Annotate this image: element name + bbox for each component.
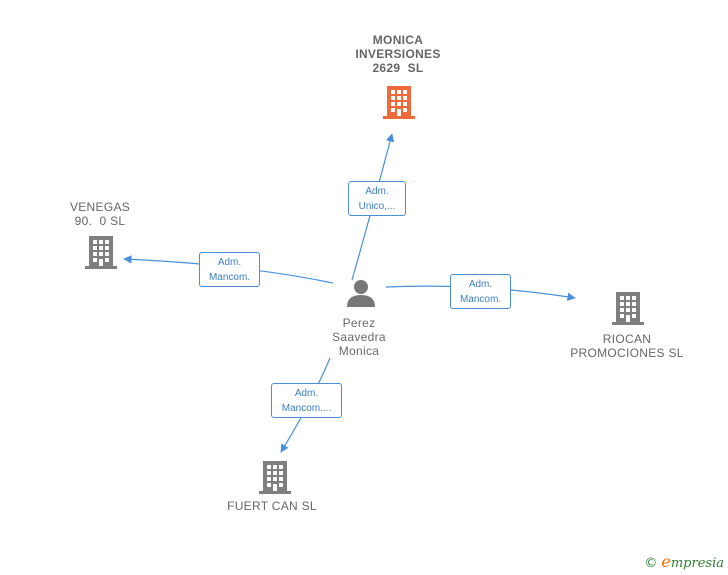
label-line: 90. 0 SL (74, 214, 126, 228)
role-line: Adm. (468, 279, 493, 290)
label-line: VENEGAS (69, 200, 131, 214)
label-line: INVERSIONES (355, 47, 441, 61)
role-badge-fuert-can[interactable]: Adm. Mancom.... (271, 383, 342, 418)
brand-initial: e (661, 552, 671, 571)
role-line: Adm. (294, 388, 319, 399)
role-line: Unico,... (358, 201, 396, 212)
person-icon[interactable] (346, 278, 376, 308)
label-line: MONICA (372, 33, 424, 47)
role-line: Adm. (217, 257, 242, 268)
copyright-icon: © (644, 556, 658, 571)
role-badge-venegas[interactable]: Adm. Mancom. (199, 252, 260, 287)
brand-name: mpresia (670, 556, 724, 571)
role-line: Mancom. (459, 294, 502, 305)
label-line: Monica (338, 344, 380, 358)
label-line: FUERT CAN SL (227, 499, 317, 513)
label-line: RIOCAN (602, 332, 652, 346)
copyright-brand[interactable]: ©empresia (644, 552, 724, 571)
role-badge-monica-inversiones[interactable]: Adm. Unico,... (348, 181, 406, 216)
role-badge-riocan[interactable]: Adm. Mancom. (450, 274, 511, 309)
label-line: Saavedra (332, 330, 386, 344)
building-icon[interactable] (259, 459, 291, 495)
building-icon[interactable] (612, 290, 644, 326)
label-line: Perez (342, 316, 376, 330)
building-icon[interactable] (383, 84, 415, 120)
label-line: PROMOCIONES SL (570, 346, 684, 360)
node-label-riocan: RIOCAN PROMOCIONES SL (557, 332, 697, 360)
building-icon[interactable] (85, 234, 117, 270)
node-label-monica-inversiones: MONICA INVERSIONES 2629 SL (333, 33, 463, 75)
node-label-person: Perez Saavedra Monica (309, 316, 409, 358)
label-line: 2629 SL (372, 61, 424, 75)
role-line: Mancom. (208, 272, 251, 283)
role-line: Mancom.... (281, 403, 332, 414)
role-line: Adm. (365, 186, 389, 197)
node-label-venegas: VENEGAS 90. 0 SL (50, 200, 150, 228)
node-label-fuert-can: FUERT CAN SL (212, 499, 332, 513)
